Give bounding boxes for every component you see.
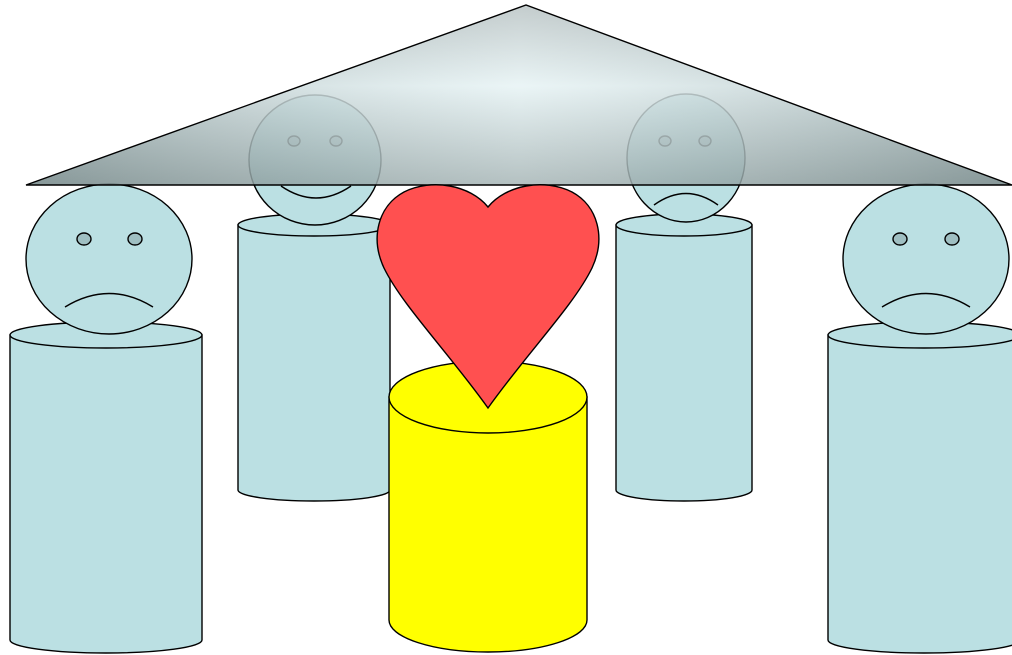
pillar-right-outer bbox=[828, 322, 1012, 653]
roof-triangle bbox=[26, 5, 1012, 185]
frown-face-icon bbox=[843, 184, 1009, 334]
pillar-left-inner bbox=[238, 214, 390, 501]
pillar-right-inner bbox=[616, 214, 752, 501]
pillar-left-outer bbox=[10, 322, 202, 653]
frown-face-icon bbox=[26, 184, 192, 334]
